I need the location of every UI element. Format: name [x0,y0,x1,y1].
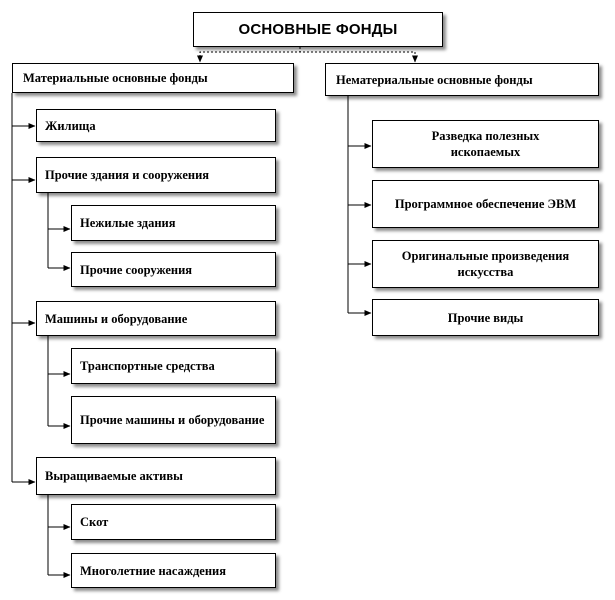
node-razvedka: Разведка полезных ископаемых [372,120,599,168]
root-to-material-arrow [197,47,301,63]
node-prochie-sooruzheniya: Прочие сооружения [71,252,276,287]
node-nasazhdeniya: Многолетние насаждения [71,553,276,588]
intangible-header: Нематериальные основные фонды [325,63,599,96]
node-zhilishcha: Жилища [36,109,276,142]
node-mashiny: Машины и оборудование [36,301,276,336]
node-nezhilye: Нежилые здания [71,205,276,241]
node-transport: Транспортные средства [71,348,276,384]
node-zdaniya: Прочие здания и сооружения [36,157,276,193]
node-programmnoe: Программное обеспечение ЭВМ [372,180,599,228]
material-header: Материальные основные фонды [12,63,294,93]
node-originalnye: Оригинальные произведения искусства [372,240,599,288]
node-aktivy: Выращиваемые активы [36,457,276,495]
root-to-intangible-arrow [299,47,418,63]
node-skot: Скот [71,504,276,540]
node-prochie-mashiny: Прочие машины и оборудование [71,396,276,444]
node-prochie-vidy: Прочие виды [372,299,599,336]
root-node: ОСНОВНЫЕ ФОНДЫ [193,12,443,47]
